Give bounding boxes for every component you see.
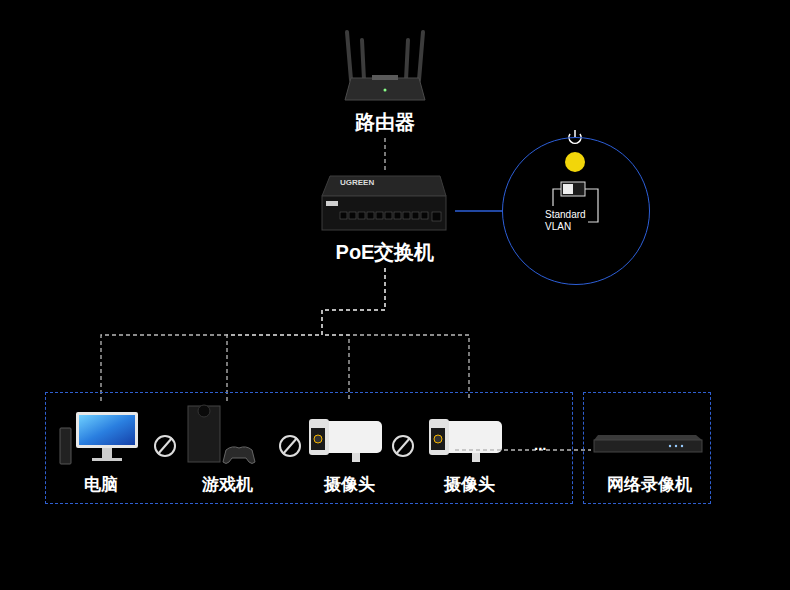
switch-node: PoE交换机 [315,172,455,268]
dip-switch-icon [553,130,598,222]
device-group: 电脑 游戏机 摄像头 摄像头 [45,392,573,504]
node-label: 摄像头 [301,474,397,495]
connector [455,210,502,211]
nvr-icon [594,435,702,452]
node-label: 路由器 [330,110,440,135]
connector [455,449,591,450]
computer-icon [60,412,138,464]
node-label: 网络录像机 [591,474,707,495]
node-label: Standard VLAN [545,209,597,233]
router-icon [345,32,425,100]
device-node: 摄像头 [421,401,517,499]
switch-icon [322,176,446,230]
node-label: PoE交换机 [315,240,455,265]
camera-icon [429,419,502,462]
connector [384,138,385,172]
device-node: 电脑 [59,401,143,499]
console-icon [188,405,255,464]
camera-icon [309,419,382,462]
device-group: 网络录像机 [583,392,711,504]
ellipsis: ... [534,436,547,453]
node-label: 电脑 [59,474,143,495]
vlan-callout: Standard VLAN [502,137,650,285]
brand-logo: UGREEN [340,178,374,187]
device-node: 游戏机 [181,401,273,499]
router-node: 路由器 [330,28,440,138]
connector [322,268,469,401]
node-label: 摄像头 [421,474,517,495]
node-label: 游戏机 [181,474,273,495]
device-node: 摄像头 [301,401,397,499]
device-node: 网络录像机 [591,401,707,499]
